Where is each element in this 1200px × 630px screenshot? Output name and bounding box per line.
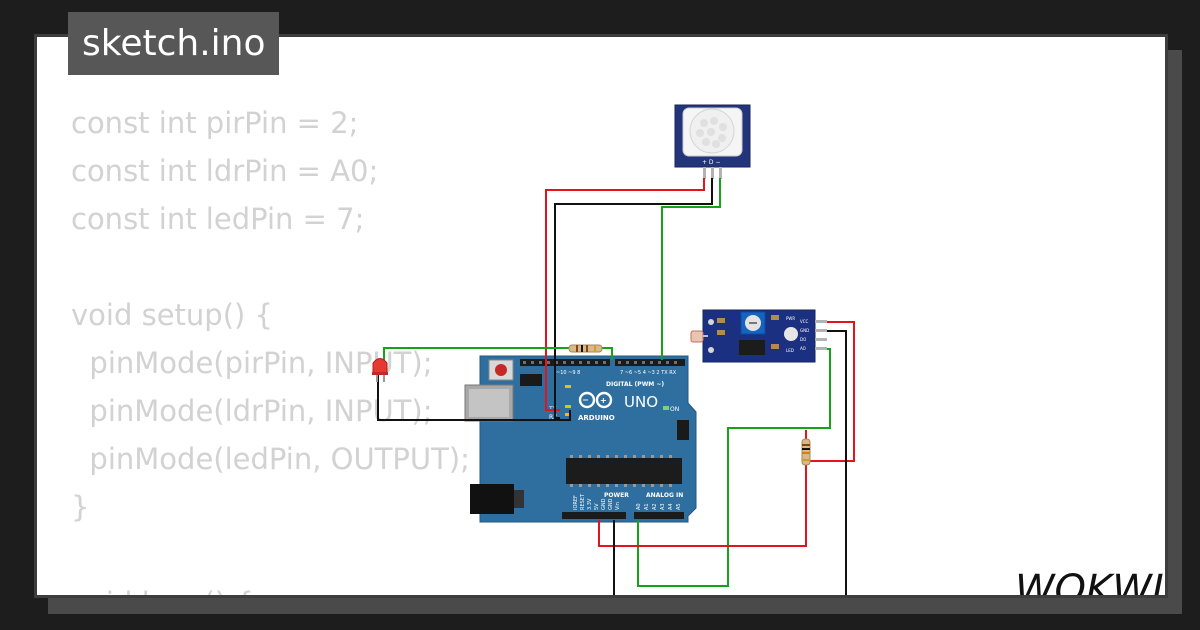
svg-text:AO: AO: [800, 346, 806, 351]
code-line: const int pirPin = 2;: [71, 106, 359, 140]
wire-resistor-pin7[interactable]: [600, 347, 613, 360]
svg-text:A4: A4: [668, 503, 674, 510]
resistor-ldr[interactable]: [801, 438, 811, 466]
wire-ldr-vcc[interactable]: [808, 321, 855, 462]
svg-text:PWR: PWR: [786, 316, 795, 321]
code-line: pinMode(ledPin, OUTPUT);: [71, 442, 470, 476]
svg-text:A2: A2: [652, 503, 658, 510]
svg-text:3.3V: 3.3V: [587, 498, 593, 510]
code-line: const int ldrPin = A0;: [71, 154, 379, 188]
svg-text:LED: LED: [786, 348, 794, 353]
pir-motion-sensor[interactable]: + D −: [674, 104, 751, 179]
indicator-led: [784, 327, 798, 341]
code-line: const int ledPin = 7;: [71, 202, 365, 236]
preview-canvas: const int pirPin = 2; const int ldrPin = …: [34, 34, 1168, 598]
comparator-chip: [739, 340, 765, 355]
wire-pir-vcc[interactable]: [545, 178, 705, 411]
on-label: ON: [670, 406, 679, 413]
svg-text:~10 ~9 8: ~10 ~9 8: [556, 370, 580, 376]
code-line: }: [71, 490, 90, 524]
wokwi-logo: WOKWI: [1015, 567, 1164, 598]
file-tab[interactable]: sketch.ino: [68, 12, 280, 75]
code-line: void loop() {: [71, 579, 470, 595]
wire-ldr-gnd[interactable]: [827, 330, 847, 595]
digital-label: DIGITAL (PWM ~): [606, 381, 664, 388]
svg-text:Vin: Vin: [615, 502, 621, 510]
svg-text:IOREF: IOREF: [573, 495, 579, 510]
analog-label: ANALOG IN: [646, 492, 683, 499]
svg-text:A1: A1: [644, 503, 650, 510]
wire-pir-gnd[interactable]: [554, 178, 713, 419]
wire-pir-out[interactable]: [661, 178, 721, 360]
svg-text:GND: GND: [608, 498, 614, 510]
arduino-logo-text: ARDUINO: [578, 414, 615, 422]
svg-text:+: +: [600, 396, 607, 405]
svg-text:DO: DO: [800, 337, 806, 342]
analog-header: [634, 512, 684, 519]
l-led: [565, 385, 571, 388]
rx-label: RX: [549, 414, 557, 421]
wire-led-gnd[interactable]: [377, 372, 571, 421]
svg-text:A0: A0: [636, 503, 642, 510]
svg-text:−: −: [582, 396, 589, 405]
svg-text:A5: A5: [676, 503, 682, 510]
svg-text:7 ~6 ~5 4 ~3 2 TX RX: 7 ~6 ~5 4 ~3 2 TX RX: [620, 370, 677, 376]
power-label: POWER: [604, 492, 629, 499]
arduino-uno-board[interactable]: ~10 ~9 8 7 ~6 ~5 4 ~3 2 TX RX DIGITAL (P…: [464, 355, 697, 523]
pir-pin-labels: + D −: [702, 159, 721, 166]
wire-ldr-ao[interactable]: [637, 348, 831, 587]
power-jack: [470, 484, 514, 514]
ldr-pin-labels: VCC GND DO AO: [800, 319, 809, 351]
model-label: UNO: [624, 393, 658, 411]
svg-text:WOKWI: WOKWI: [1015, 567, 1164, 598]
svg-text:A3: A3: [660, 503, 666, 510]
tx-led: [565, 405, 571, 408]
circuit-diagram: ~10 ~9 8 7 ~6 ~5 4 ~3 2 TX RX DIGITAL (P…: [372, 104, 855, 595]
red-led[interactable]: [372, 358, 388, 383]
on-led: [663, 406, 669, 410]
microcontroller-chip: [566, 458, 682, 484]
rx-led: [565, 413, 571, 416]
icsp-header: [520, 374, 542, 386]
svg-text:5V: 5V: [594, 503, 600, 510]
svg-text:RESET: RESET: [580, 493, 586, 510]
svg-text:VCC: VCC: [800, 319, 809, 324]
svg-text:GND: GND: [800, 328, 809, 333]
svg-text:GND: GND: [601, 498, 607, 510]
photoresistor: [690, 330, 704, 343]
wire-5v[interactable]: [598, 461, 807, 547]
ldr-module[interactable]: PWR LED VCC GND DO AO: [690, 309, 827, 363]
code-line: void setup() {: [71, 298, 273, 332]
power-header: [562, 512, 626, 519]
wires: [377, 178, 855, 595]
arduino-logo-icon: [578, 391, 613, 409]
resistor-led[interactable]: [568, 344, 603, 353]
